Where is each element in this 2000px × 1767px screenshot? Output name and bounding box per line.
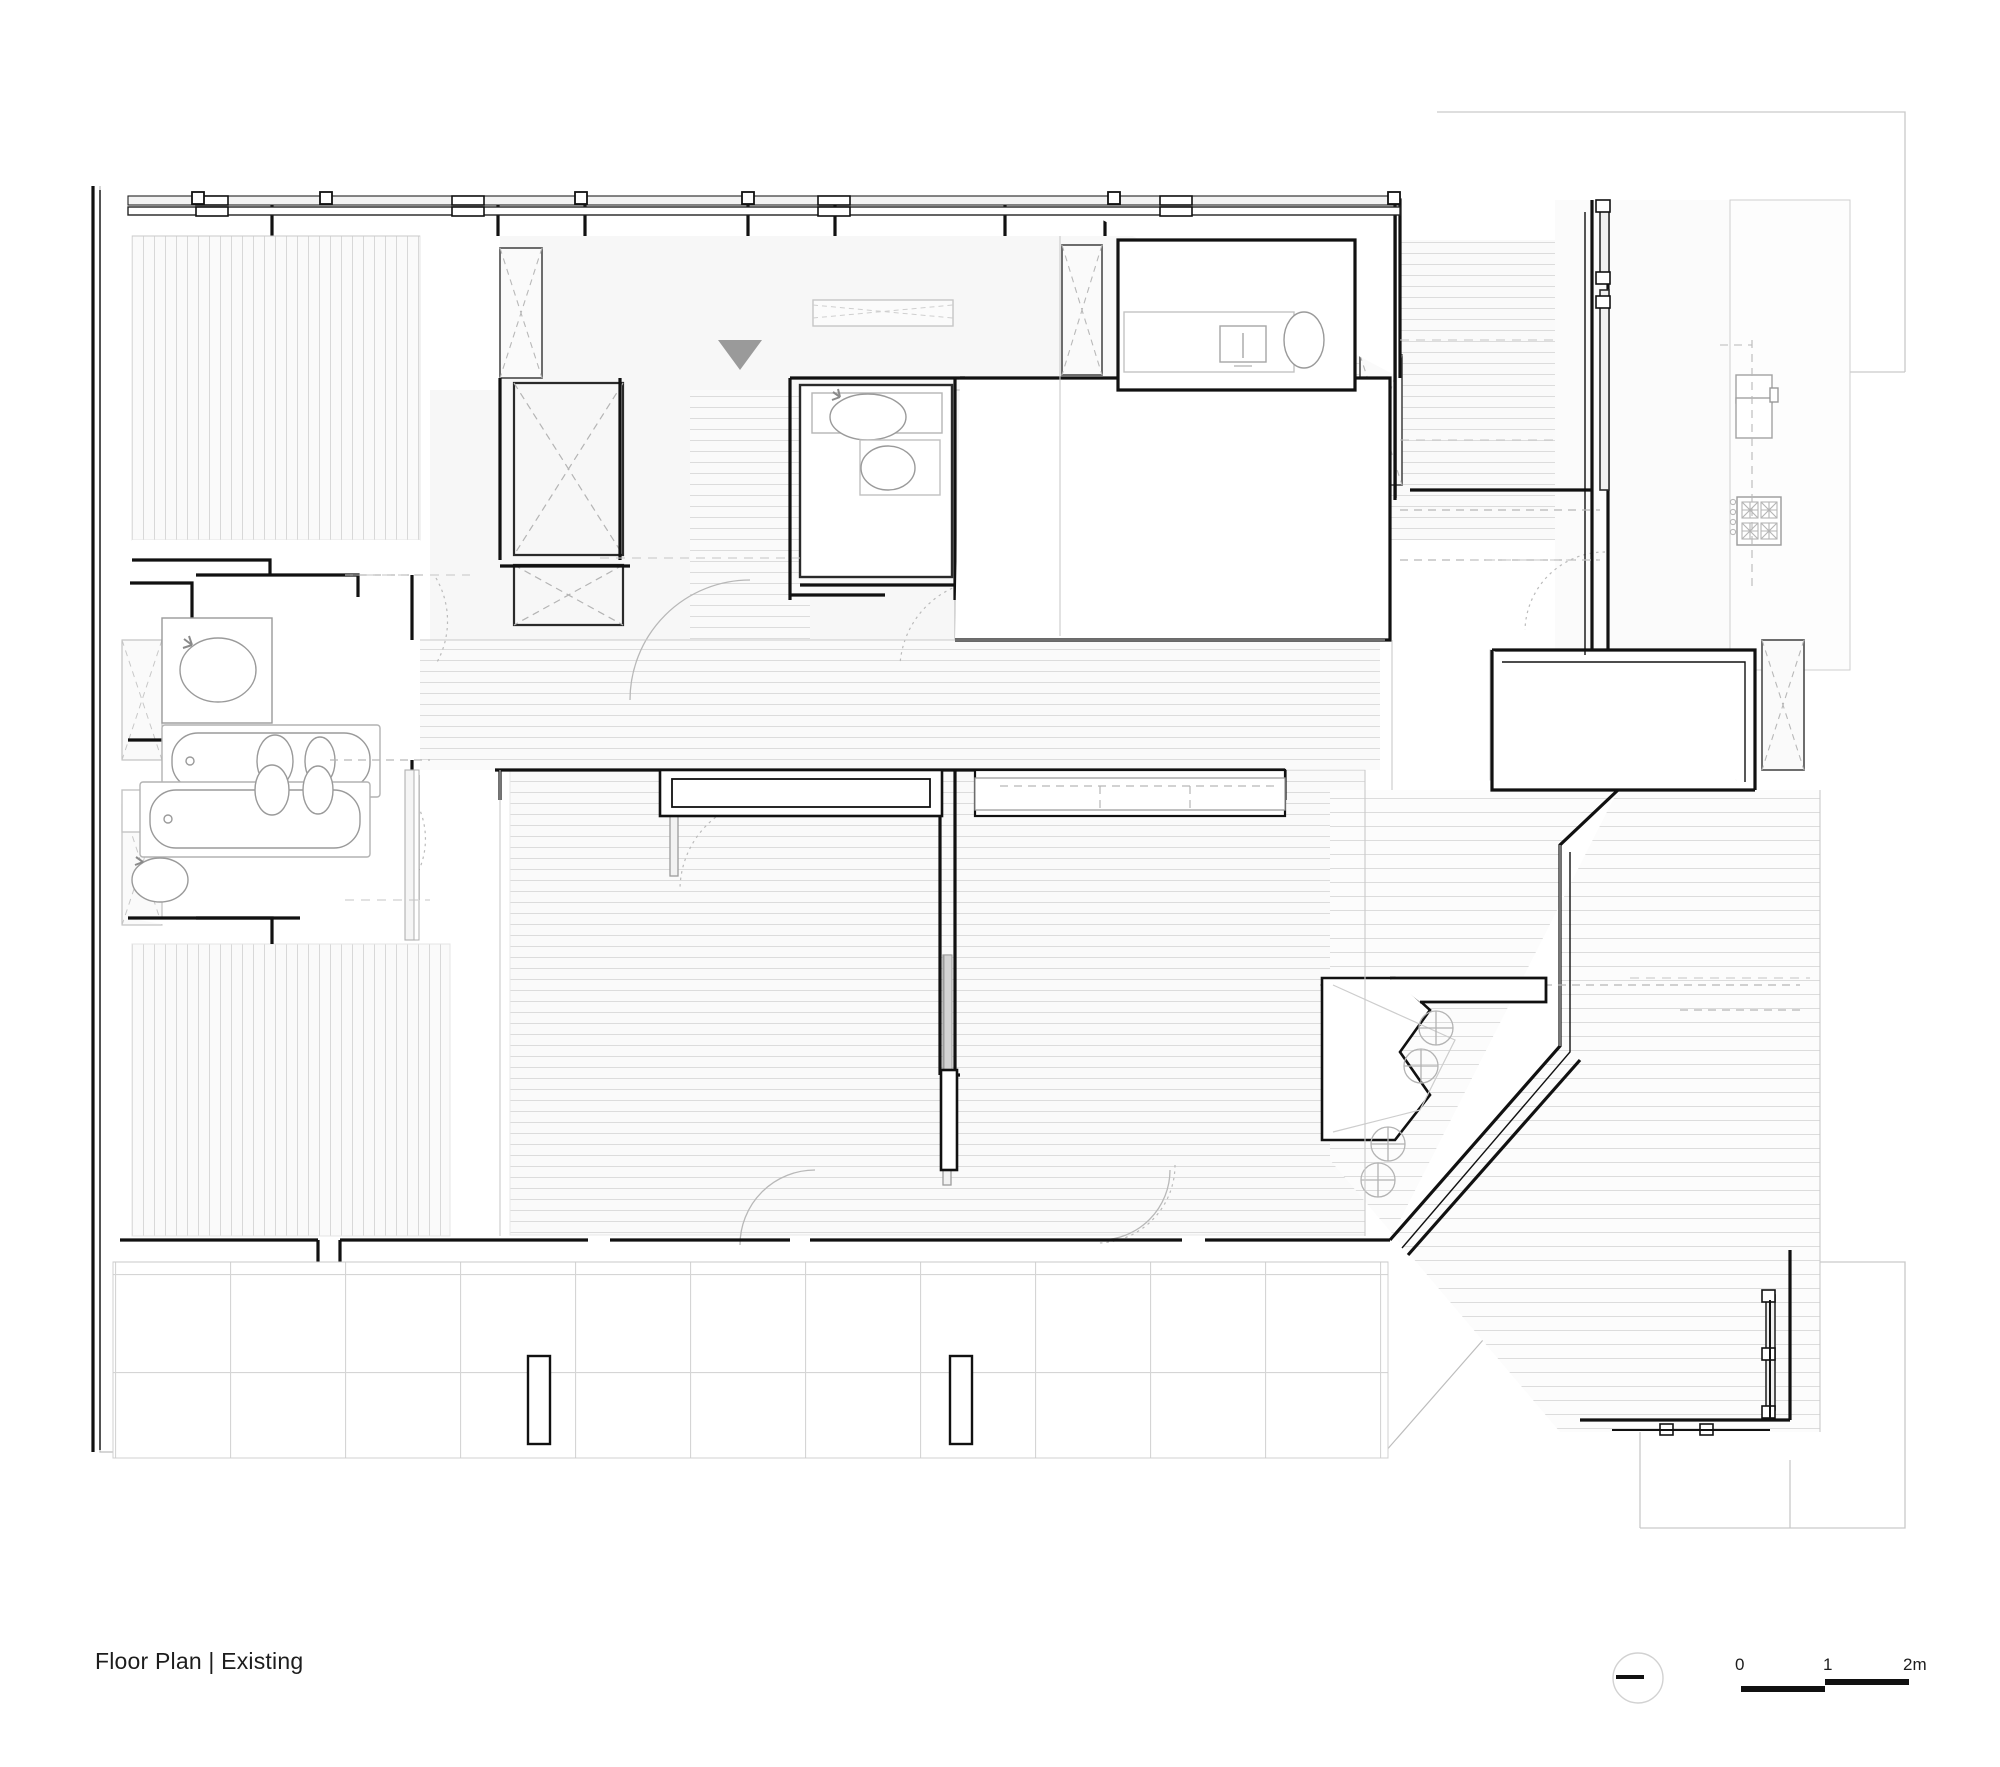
room-living [509,769,1366,1236]
kitchen-sink-right [1735,397,1773,439]
glazing-south-east [1612,1300,1771,1431]
scale-label-1: 1 [1823,1655,1833,1674]
scale-label-0: 0 [1735,1655,1745,1674]
tree-symbol [1360,1162,1396,1198]
page-title: Floor Plan | Existing [95,1648,304,1674]
bathroom-north-east-fixtures [1123,311,1325,373]
scale-bar: 0 1 2m [1735,1655,1955,1715]
joinery-living [658,768,1287,818]
terrace-south-paving [112,1261,1389,1459]
tree-symbol [1370,1126,1406,1162]
garden-terrace-east [1330,790,1820,1432]
basin-west-lower [131,857,189,903]
wardrobe-east-tall [1761,639,1805,771]
wardrobe-west [512,381,625,627]
column-living [939,954,959,1172]
level-datum-triangle [718,340,762,370]
glazing-west [404,769,420,941]
tree-symbol [1403,1048,1439,1084]
floor-corridor-timber [420,390,1380,770]
deck-north-east [1355,200,1735,660]
basin-wc-central [829,393,907,441]
bathroom-west-lower-fixtures [121,764,371,903]
thin-detail-lines [113,235,1821,1432]
room-bedroom-south-west [131,943,451,1237]
scale-bar-graphic-tail [1735,1679,1935,1691]
terrace-posts [526,1354,974,1446]
walls [91,186,1792,1452]
glazing-north [127,191,1401,217]
tree-symbol [1418,1010,1454,1046]
toilet-wc-central [860,445,916,491]
toilet-north-east [1283,311,1325,369]
wc-central-fixtures [798,299,954,579]
scale-bar-graphic [1735,1679,1935,1692]
planter-east [1320,976,1548,1198]
basin-west-upper [179,637,257,703]
scale-label-2: 2m [1903,1655,1927,1674]
wardrobe-west-narrow [499,247,543,379]
tree-symbols [1360,1010,1454,1198]
dashed-guides [345,339,1810,979]
bidet-west-lower [302,765,334,815]
kitchen-fixtures [1720,340,1782,590]
wall-inner-faces [99,190,1746,1450]
north-arrow-icon [1612,1652,1664,1704]
wardrobe-central-upper [1061,244,1103,376]
toilet-west-lower [254,764,290,816]
